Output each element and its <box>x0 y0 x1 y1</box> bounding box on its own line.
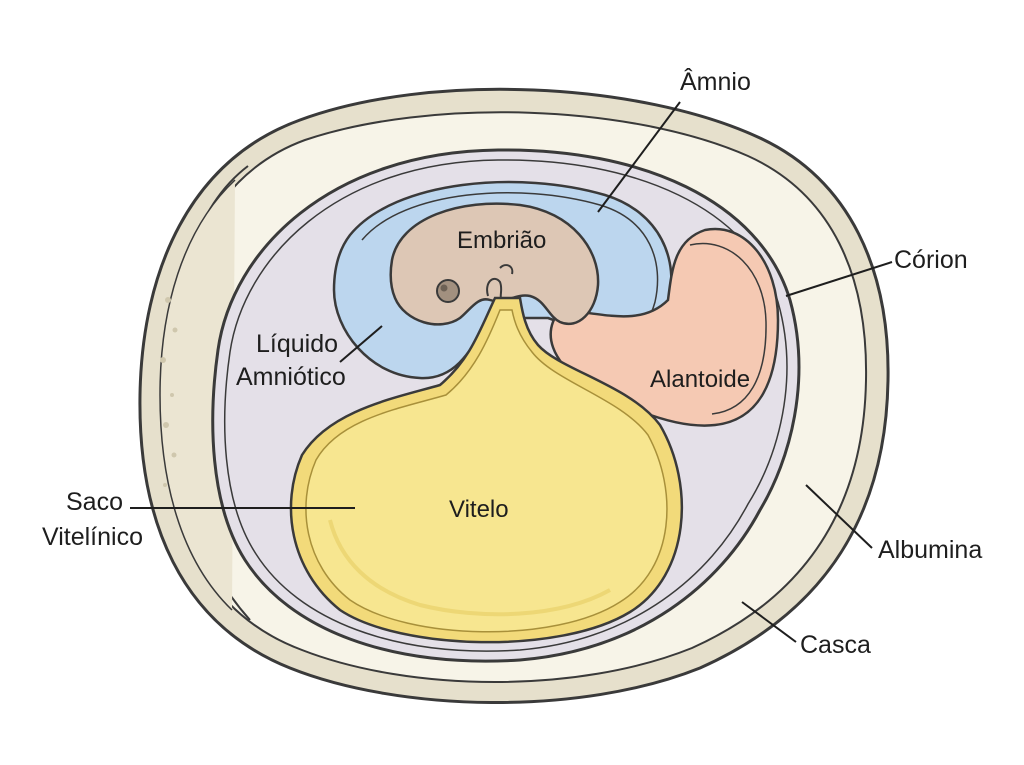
label-liquido-line1: Líquido <box>256 330 338 358</box>
leader-albumina <box>805 484 873 549</box>
label-casca: Casca <box>800 631 871 659</box>
allantois-inner-line <box>689 242 767 415</box>
label-vitelo: Vitelo <box>449 496 509 523</box>
yolk <box>305 309 668 633</box>
label-albumina: Albumina <box>878 536 982 564</box>
label-alantoide: Alantoide <box>650 366 750 393</box>
yolk-highlight <box>328 519 611 617</box>
leader-amnio <box>597 101 681 213</box>
shell-membrane-inner <box>159 179 236 611</box>
leader-liquido <box>339 325 383 363</box>
label-saco-line1: Saco <box>66 488 123 516</box>
label-amnio: Âmnio <box>680 67 751 96</box>
embryo-eye <box>436 279 460 303</box>
leader-corion <box>785 261 893 297</box>
label-liquido-line2: Amniótico <box>236 363 346 391</box>
shell-pores <box>160 297 178 487</box>
leader-casca <box>741 601 797 643</box>
label-embriao: Embrião <box>457 227 546 254</box>
label-saco-line2: Vitelínico <box>42 523 143 551</box>
label-corion: Córion <box>894 246 968 274</box>
